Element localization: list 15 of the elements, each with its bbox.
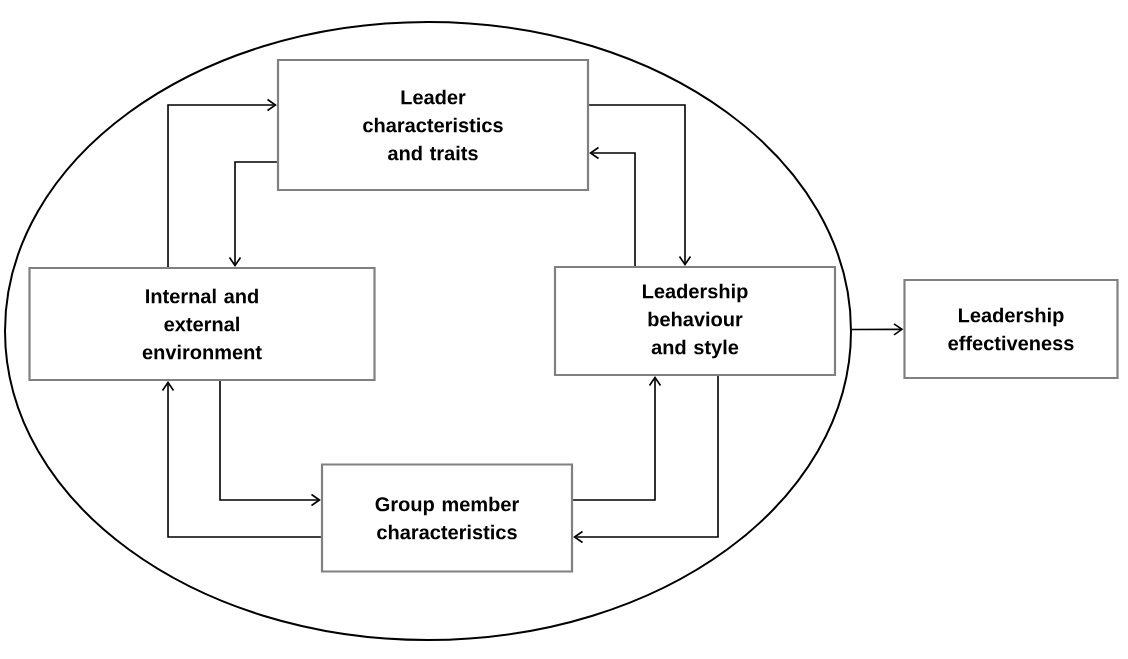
text-box: Group member characteristics: [320, 463, 574, 573]
arrow: [161, 381, 322, 538]
enclosing-ellipse: [4, 21, 852, 641]
text-box: Leadership effectiveness: [903, 278, 1119, 380]
arrow: [573, 375, 719, 544]
arrow: [572, 376, 662, 501]
text-box: Leadership behaviour and style: [553, 265, 837, 377]
arrow: [228, 161, 278, 267]
arrow: [219, 380, 321, 507]
arrow: [167, 98, 277, 268]
arrow: [588, 104, 692, 266]
arrow: [851, 323, 904, 336]
text-box: Internal and external environment: [28, 266, 376, 382]
arrow: [589, 146, 636, 267]
text-box: Leader characteristics and traits: [276, 58, 590, 192]
